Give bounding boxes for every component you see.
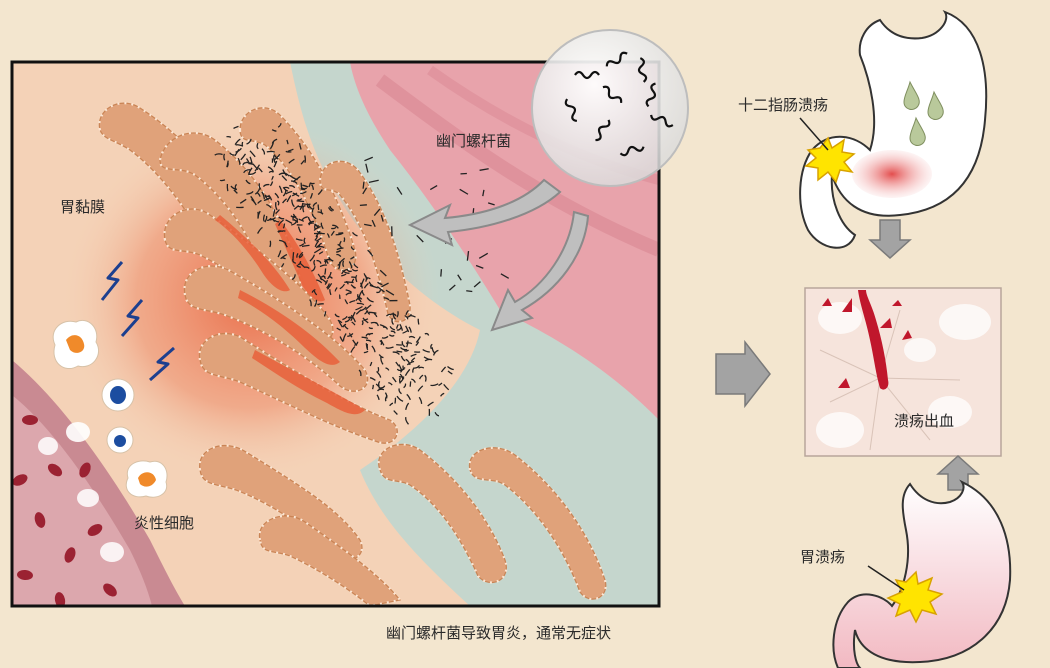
curved-arrow-icon bbox=[490, 210, 590, 332]
label-ulcer-bleeding: 溃疡出血 bbox=[894, 412, 954, 430]
stomach-gastric-ulcer bbox=[832, 479, 1012, 668]
panel-frame bbox=[10, 60, 661, 608]
lightning-icon bbox=[100, 261, 124, 301]
gastric-crypts bbox=[98, 102, 607, 606]
up-arrow-icon bbox=[936, 454, 980, 491]
bleeding-stream bbox=[858, 290, 889, 390]
bacteria-cluster bbox=[214, 122, 510, 425]
white-blood-cell bbox=[52, 320, 100, 369]
caption: 幽门螺杆菌导致胃炎，通常无症状 bbox=[386, 624, 611, 642]
right-arrow-icon bbox=[715, 339, 771, 409]
irritation-icons bbox=[100, 261, 175, 382]
ulcer-bleeding-panel bbox=[804, 287, 1002, 457]
gastric-acid-drops bbox=[903, 80, 944, 146]
curved-arrow-icon bbox=[407, 178, 562, 247]
down-arrow-icon bbox=[868, 219, 912, 260]
label-duodenal-ulcer: 十二指肠溃疡 bbox=[738, 96, 828, 114]
bacteria-magnifier bbox=[531, 29, 689, 187]
lightning-icon bbox=[120, 299, 144, 337]
stomach-duodenal-ulcer bbox=[799, 10, 988, 249]
bacteria-arrows bbox=[407, 178, 590, 332]
label-inflammatory-cells: 炎性细胞 bbox=[134, 514, 194, 532]
red-blood-cells bbox=[12, 415, 117, 606]
starburst-icon bbox=[804, 136, 856, 184]
white-blood-cell bbox=[125, 460, 168, 498]
lightning-icon bbox=[149, 346, 175, 382]
starburst-icon bbox=[886, 570, 944, 624]
lymphocyte bbox=[101, 378, 135, 412]
label-gastric-ulcer: 胃溃疡 bbox=[800, 548, 845, 566]
lymphocyte bbox=[106, 426, 134, 454]
label-h-pylori: 幽门螺杆菌 bbox=[436, 132, 511, 150]
inflammatory-cells bbox=[38, 320, 168, 562]
label-gastric-mucosa: 胃黏膜 bbox=[60, 198, 105, 216]
